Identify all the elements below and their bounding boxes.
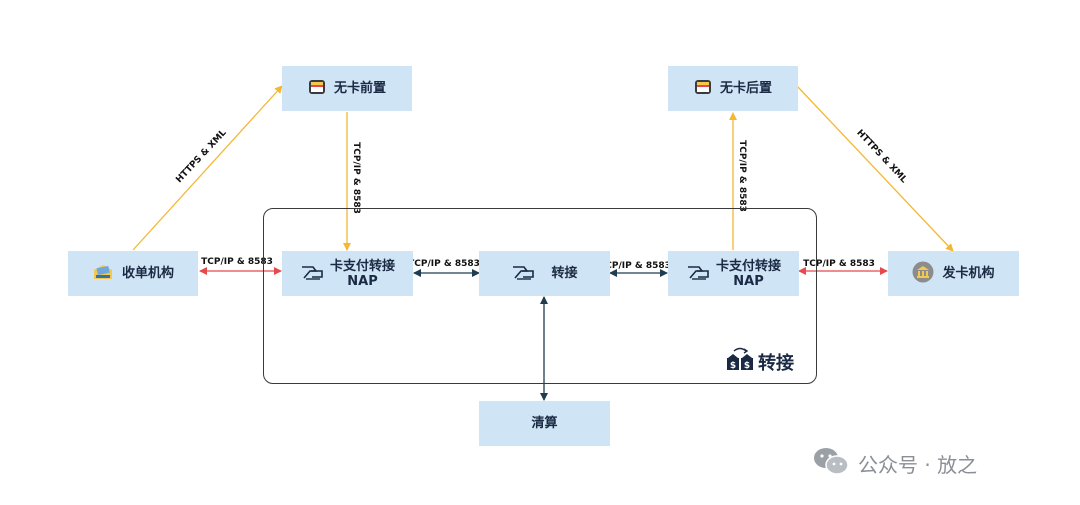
- node-nap-right: 卡支付转接 NAP: [668, 251, 799, 296]
- edge-label-tcp-acquirer: TCP/IP & 8583: [201, 257, 273, 267]
- edge-label-https-left: HTTPS & XML: [174, 128, 228, 185]
- edge-acquirer-front: [132, 85, 283, 251]
- node-back: 无卡后置: [668, 66, 798, 111]
- edge-label-tcp-switch-nap: TCP/IP & 8583: [599, 261, 671, 271]
- pos-terminal-icon: [92, 262, 114, 286]
- node-nap-left-line1: 卡支付转接: [329, 258, 395, 274]
- node-issuer: 发卡机构: [888, 251, 1019, 296]
- node-nap-right-label: 卡支付转接 NAP: [716, 259, 781, 289]
- money-transfer-icon: $$: [724, 346, 756, 377]
- node-nap-left-line2: NAP: [347, 273, 378, 289]
- node-acquirer-label: 收单机构: [121, 266, 174, 281]
- wechat-icon: [812, 446, 850, 481]
- svg-text:$: $: [730, 361, 736, 371]
- node-nap-right-line1: 卡支付转接: [715, 258, 781, 274]
- node-switch: 转接: [479, 251, 610, 296]
- node-issuer-label: 发卡机构: [942, 266, 995, 281]
- card-swipe-icon: [511, 263, 537, 285]
- watermark-text: 公众号 · 放之: [858, 453, 978, 477]
- watermark: 公众号 · 放之: [812, 446, 977, 481]
- svg-text:$: $: [744, 361, 750, 371]
- node-acquirer: 收单机构: [68, 251, 198, 296]
- wallet-icon: [308, 79, 326, 99]
- node-nap-left-label: 卡支付转接 NAP: [330, 259, 395, 289]
- node-back-label: 无卡后置: [719, 81, 772, 96]
- node-clearing-label: 清算: [531, 416, 558, 431]
- node-clearing: 清算: [479, 401, 610, 446]
- edge-label-https-right: HTTPS & XML: [854, 128, 908, 185]
- edge-back-issuer: [796, 85, 954, 252]
- node-nap-left: 卡支付转接 NAP: [282, 251, 413, 296]
- edge-label-tcp-nap-switch: TCP/IP & 8583: [408, 259, 480, 269]
- container-label-text: 转接: [758, 352, 794, 374]
- edge-label-tcp-front: TCP/IP & 8583: [351, 142, 361, 214]
- container-label: $$ 转接: [724, 346, 794, 377]
- node-nap-right-line2: NAP: [733, 273, 764, 289]
- card-swipe-icon: [686, 263, 712, 285]
- node-switch-label: 转接: [551, 266, 578, 281]
- wallet-icon: [694, 79, 712, 99]
- bank-icon: [912, 261, 934, 287]
- switch-container: [263, 208, 817, 384]
- card-swipe-icon: [300, 263, 326, 285]
- node-front-label: 无卡前置: [333, 81, 386, 96]
- edge-label-tcp-back: TCP/IP & 8583: [737, 140, 747, 212]
- node-front: 无卡前置: [282, 66, 412, 111]
- edge-label-tcp-issuer: TCP/IP & 8583: [803, 259, 875, 269]
